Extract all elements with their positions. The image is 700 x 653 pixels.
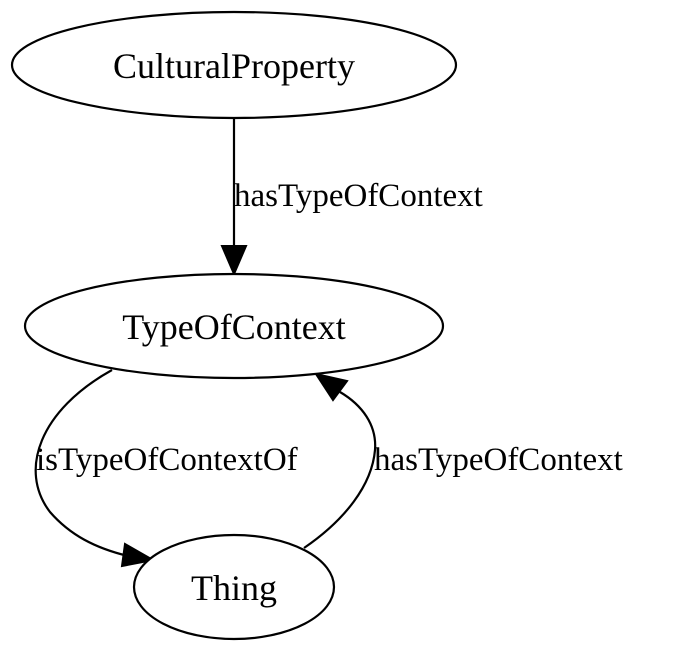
edge-cultural-to-type: hasTypeOfContext bbox=[220, 118, 483, 277]
node-thing: Thing bbox=[132, 533, 336, 641]
arrowhead bbox=[220, 245, 248, 277]
arrowhead bbox=[120, 542, 156, 568]
edge-type-to-thing: isTypeOfContextOf bbox=[34, 369, 298, 568]
edge-thing-to-type: hasTypeOfContext bbox=[303, 372, 623, 549]
edge-line bbox=[303, 391, 377, 549]
edge-label-has-type-of-context: hasTypeOfContext bbox=[234, 178, 483, 214]
node-label-thing: Thing bbox=[191, 568, 277, 608]
node-cultural-property: CulturalProperty bbox=[10, 10, 458, 120]
node-ellipse bbox=[23, 272, 445, 380]
arrowhead bbox=[313, 372, 349, 402]
node-type-of-context: TypeOfContext bbox=[23, 272, 445, 380]
node-label-type-of-context: TypeOfContext bbox=[122, 307, 345, 347]
edge-line bbox=[34, 369, 129, 558]
node-ellipse bbox=[132, 533, 336, 641]
edge-label-is-type-of-context-of: isTypeOfContextOf bbox=[36, 442, 298, 478]
edge-label-has-type-of-context: hasTypeOfContext bbox=[374, 442, 623, 478]
node-label-cultural-property: CulturalProperty bbox=[113, 46, 355, 86]
node-ellipse bbox=[10, 10, 458, 120]
